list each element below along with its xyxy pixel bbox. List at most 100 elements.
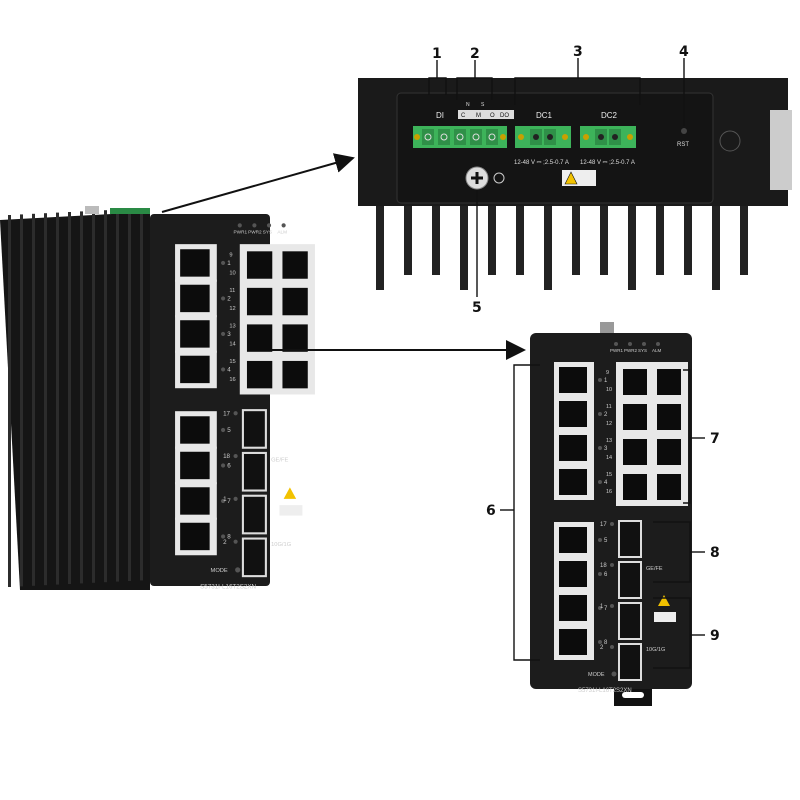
screw-icon bbox=[719, 130, 741, 152]
sfp-number-label: 1 bbox=[223, 496, 227, 503]
fin bbox=[32, 213, 35, 586]
port-number-label: 5 bbox=[227, 427, 231, 434]
port-number-label: 14 bbox=[229, 341, 236, 347]
rj45-socket bbox=[623, 404, 647, 430]
port-number-label: 3 bbox=[604, 446, 608, 452]
port-number-label: 2 bbox=[604, 412, 608, 418]
sfp-number-label: 17 bbox=[223, 410, 230, 417]
port-led bbox=[220, 331, 226, 337]
mount-screw bbox=[583, 134, 589, 140]
sfp-led bbox=[233, 453, 238, 459]
port-number-label: 13 bbox=[229, 324, 235, 330]
port-led bbox=[598, 412, 602, 416]
port-led bbox=[598, 606, 602, 610]
mode-button[interactable] bbox=[235, 567, 241, 573]
terminal-screw bbox=[472, 133, 480, 141]
rj45-socket bbox=[180, 487, 210, 515]
led-alm bbox=[281, 223, 286, 228]
ground-screw bbox=[85, 206, 99, 214]
sfp-number-label: 18 bbox=[223, 453, 230, 460]
do-label-n: N bbox=[466, 102, 470, 108]
sfp-number-label: 2 bbox=[600, 645, 604, 651]
terminal-slot bbox=[422, 129, 434, 145]
port-led bbox=[598, 640, 602, 644]
port-led bbox=[598, 538, 602, 542]
port-number-label: 15 bbox=[229, 359, 235, 365]
mode-button[interactable] bbox=[611, 671, 617, 677]
rj45-socket bbox=[559, 595, 587, 621]
sfp-cage bbox=[620, 645, 640, 679]
rj45-socket bbox=[180, 320, 210, 348]
port-number-label: 8 bbox=[227, 534, 231, 541]
top-fin bbox=[516, 200, 524, 275]
dc1-rating: 12-48 V ⎓ ;2.5-0.7 A bbox=[514, 160, 569, 166]
rj45-socket bbox=[180, 249, 210, 277]
port-number-label: 11 bbox=[229, 288, 235, 294]
do-label-m: M bbox=[476, 113, 481, 119]
port-number-label: 6 bbox=[604, 572, 608, 578]
led-sys bbox=[266, 223, 272, 228]
port-led bbox=[598, 572, 602, 576]
rj45-socket bbox=[623, 369, 647, 395]
port-number-label: 7 bbox=[604, 606, 608, 612]
laser-warning-label bbox=[279, 505, 303, 516]
terminal-screw bbox=[440, 133, 448, 141]
warning-icon bbox=[658, 595, 670, 606]
rj45-socket bbox=[559, 367, 587, 393]
do-label-plate bbox=[458, 110, 514, 119]
led-label: PWR2 bbox=[248, 230, 262, 235]
10g-1g-label: 10G/1G bbox=[646, 647, 665, 653]
port-number-label: 10 bbox=[606, 387, 612, 393]
led-pwr1 bbox=[237, 223, 242, 228]
model-label: S5731I-L16T2S2XN bbox=[578, 688, 632, 694]
din-rail-clip bbox=[770, 110, 792, 190]
led-label: SYS bbox=[638, 348, 647, 353]
fin bbox=[44, 213, 47, 586]
callout-5: 5 bbox=[472, 300, 482, 316]
reset-button[interactable] bbox=[681, 128, 687, 134]
mode-label: MODE bbox=[211, 568, 228, 574]
terminal-top bbox=[110, 208, 150, 214]
callout-3: 3 bbox=[573, 44, 583, 60]
terminal-screw bbox=[598, 134, 604, 140]
top-fin bbox=[572, 200, 580, 275]
rj45-socket bbox=[559, 629, 587, 655]
rj45-socket bbox=[657, 404, 681, 430]
sfp-cage bbox=[243, 453, 265, 490]
terminal-screw bbox=[612, 134, 618, 140]
mount-screw bbox=[414, 134, 420, 140]
led-label: PWR2 bbox=[624, 348, 637, 353]
rj45-socket bbox=[246, 324, 273, 352]
do-label-s: S bbox=[481, 102, 485, 108]
sfp-cage bbox=[620, 522, 640, 556]
warning-icon bbox=[283, 487, 297, 499]
port-number-label: 10 bbox=[229, 270, 235, 276]
port-number-label: 4 bbox=[227, 367, 231, 374]
port-number-label: 9 bbox=[606, 370, 609, 376]
fin bbox=[140, 208, 143, 581]
rj45-socket bbox=[559, 469, 587, 495]
callout-9: 9 bbox=[710, 628, 720, 644]
port-number-label: 9 bbox=[229, 253, 232, 259]
heatsink-fins bbox=[8, 208, 143, 587]
port-led bbox=[220, 427, 226, 433]
led-label: SYS bbox=[263, 230, 272, 235]
fin bbox=[8, 215, 11, 587]
fin bbox=[116, 209, 119, 582]
mode-label: MODE bbox=[588, 672, 605, 678]
sfp-number-label: 1 bbox=[600, 604, 604, 610]
top-fin bbox=[460, 200, 468, 290]
top-fin bbox=[712, 200, 720, 290]
terminal-screw bbox=[456, 133, 464, 141]
fin bbox=[92, 210, 95, 583]
port-led bbox=[598, 378, 602, 382]
sfp-led bbox=[233, 539, 238, 544]
10g-1g-label: 10G/1G bbox=[271, 542, 292, 548]
port-number-label: 16 bbox=[606, 489, 612, 495]
port-number-label: 2 bbox=[227, 296, 231, 303]
sfp-cage bbox=[243, 411, 265, 447]
terminal-slot bbox=[438, 129, 450, 145]
rj45-socket bbox=[180, 522, 210, 551]
port-led bbox=[598, 446, 602, 450]
